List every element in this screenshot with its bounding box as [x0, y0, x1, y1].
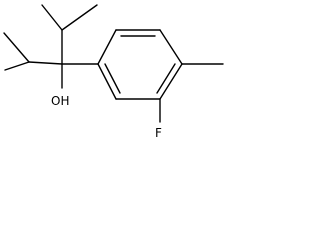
bond-c2-c1 — [28, 61, 63, 65]
atom-label-f: F — [155, 126, 162, 140]
bond-c1-ch3-bottom — [4, 61, 30, 71]
ring-bond-3 — [159, 29, 183, 65]
ring-bond-1 — [97, 29, 117, 65]
ring-bond-6 — [97, 63, 117, 100]
ring-double-bond-left — [104, 63, 121, 94]
ring-double-bond-right — [156, 63, 176, 94]
bond-c1-ch3-top — [3, 32, 30, 63]
structure-svg: OH F — [3, 4, 224, 140]
bond-c3-ch3-right — [61, 4, 98, 31]
ring-bond-4 — [159, 63, 183, 100]
atom-label-oh: OH — [51, 94, 69, 108]
molecule-diagram: OH F — [0, 0, 227, 142]
bond-c3-ch3-left — [41, 4, 63, 31]
